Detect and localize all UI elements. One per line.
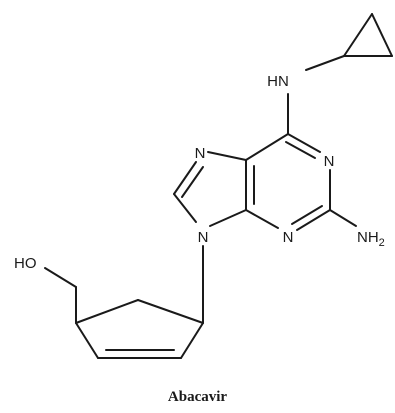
- bond-c2-nh2: [329, 209, 357, 227]
- pyrimidine-ring: [245, 133, 331, 231]
- atom-label-ho: HO: [14, 255, 37, 272]
- atom-label-nh2-main: NH: [357, 229, 379, 246]
- atom-label-n7: N: [195, 145, 206, 162]
- imidazole-ring: [173, 151, 247, 227]
- atom-label-n1: N: [324, 153, 335, 170]
- atom-label-hn: HN: [267, 73, 289, 90]
- atom-label-nh2-subscript: 2: [379, 237, 385, 249]
- atom-label-n3: N: [283, 229, 294, 246]
- atom-label-n9: N: [198, 229, 209, 246]
- cyclopropyl-ring: [343, 13, 393, 57]
- compound-name-caption: Abacavir: [167, 389, 228, 405]
- bond-nh-cyclopropyl: [305, 55, 345, 71]
- atom-label-nh2: NH2: [357, 229, 385, 249]
- hydroxymethyl-group: [44, 267, 77, 324]
- cyclopentene-ring: [75, 299, 204, 359]
